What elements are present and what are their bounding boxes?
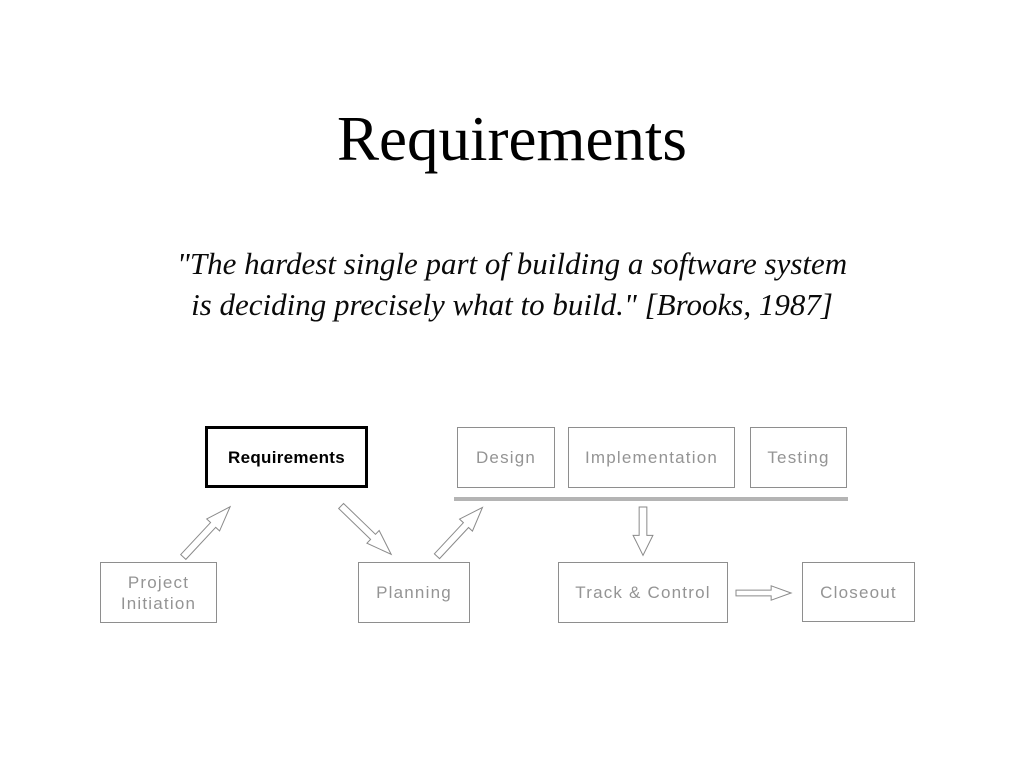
track-and-control-label: Track & Control [575, 583, 711, 602]
implementation-phase-label: Implementation [584, 448, 719, 467]
arrow-up-icon [429, 498, 492, 563]
testing-phase-label: Testing [767, 448, 830, 467]
testing-phase-box: Testing [750, 427, 847, 488]
planning-box: Planning [358, 562, 470, 623]
arrow-down-icon [333, 498, 400, 564]
closeout-label: Closeout [820, 582, 897, 602]
project-initiation-label: Project Initiation [120, 572, 197, 613]
design-phase-label: Design [475, 448, 537, 467]
requirements-phase-label: Requirements [228, 447, 345, 467]
quote-line-2: is deciding precisely what to build." [B… [191, 287, 833, 322]
brooks-quote: "The hardest single part of building a s… [10, 243, 1014, 325]
phase-row-underline [454, 497, 848, 501]
closeout-box: Closeout [802, 562, 915, 622]
design-phase-box: Design [457, 427, 555, 488]
planning-label: Planning [376, 583, 452, 602]
arrow-up-icon [175, 498, 240, 565]
implementation-phase-box: Implementation [568, 427, 735, 488]
requirements-phase-box: Requirements [205, 426, 368, 488]
arrow-down-icon [632, 507, 654, 557]
slide-title: Requirements [337, 104, 687, 174]
quote-line-1: "The hardest single part of building a s… [176, 246, 848, 281]
track-and-control-box: Track & Control [558, 562, 728, 623]
project-initiation-box: Project Initiation [100, 562, 217, 623]
arrow-right-icon [736, 584, 793, 602]
